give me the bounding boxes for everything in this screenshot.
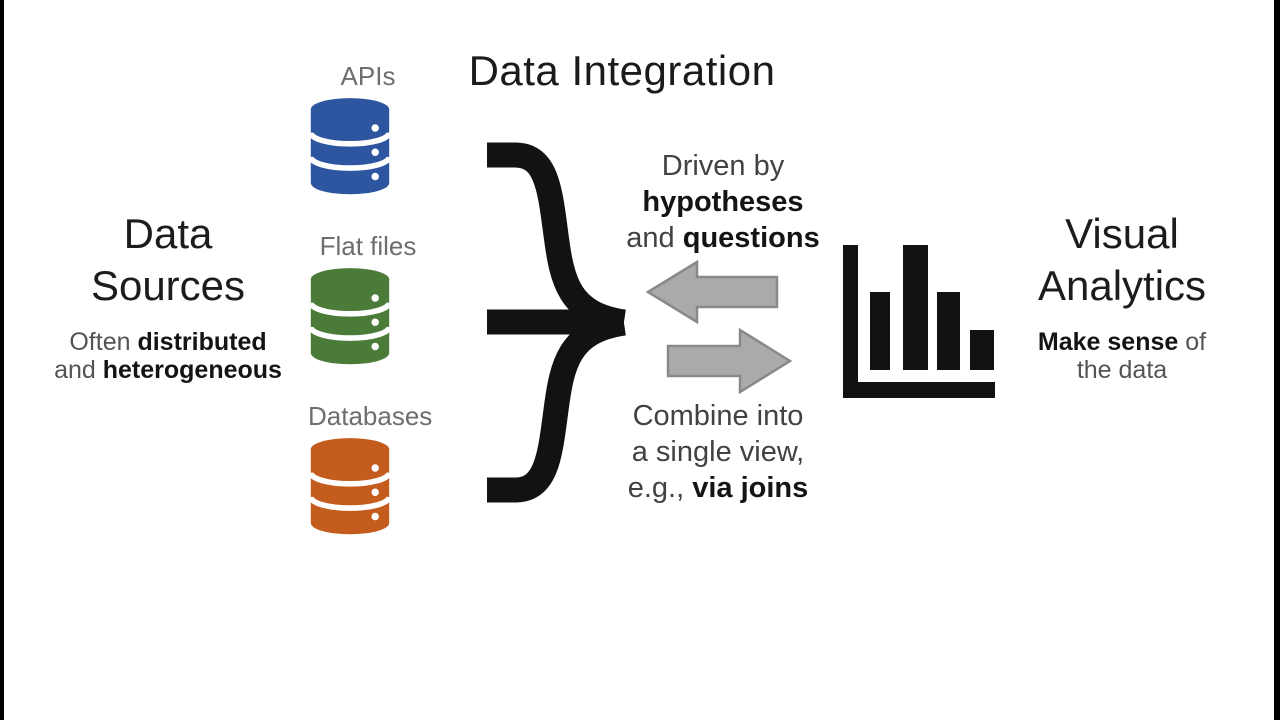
driven-bold-text: questions — [682, 222, 820, 254]
visual-analytics-heading: Visual Analytics — [972, 208, 1272, 312]
data-sources-section: Data Sources Often distributed and heter… — [18, 208, 318, 384]
subtitle-bold-text: Make sense — [1037, 328, 1179, 356]
data-sources-subtitle-line1: Often distributed — [18, 328, 318, 356]
visual-analytics-heading-line1: Visual — [1065, 210, 1179, 257]
source-databases: Databases — [308, 400, 433, 541]
subtitle-bold-text: distributed — [137, 328, 267, 356]
subtitle-bold-text: heterogeneous — [102, 356, 282, 384]
subtitle-regular-text: Often — [69, 328, 138, 356]
data-sources-heading-line2: Sources — [90, 262, 246, 309]
arrow-right-icon — [666, 327, 793, 395]
data-sources-heading: Data Sources — [18, 208, 318, 312]
combine-line2: a single view, — [631, 436, 805, 468]
driven-regular-text: and — [626, 222, 683, 254]
database-cylinder-icon — [308, 98, 392, 195]
data-sources-subtitle: Often distributed and heterogeneous — [18, 328, 318, 384]
combine-line3: e.g., via joins — [598, 470, 838, 506]
combine-bold-text: via joins — [692, 472, 809, 504]
merge-brace-icon — [487, 142, 627, 503]
bar-chart-icon — [843, 245, 995, 398]
driven-bold-text: hypotheses — [642, 186, 804, 218]
visual-analytics-subtitle-line2: the data — [1076, 356, 1168, 384]
subtitle-regular-text: and — [54, 356, 103, 384]
driven-by-text: Driven by hypotheses and questions — [603, 148, 843, 256]
database-cylinder-icon — [308, 438, 392, 535]
driven-line1: Driven by — [661, 150, 785, 182]
source-apis-label: APIs — [340, 61, 396, 91]
arrow-left-icon — [645, 259, 779, 325]
driven-line3: and questions — [603, 220, 843, 256]
visual-analytics-heading-line2: Analytics — [1037, 262, 1207, 309]
source-flat-files-label: Flat files — [319, 231, 417, 261]
source-apis: APIs — [308, 60, 428, 201]
visual-analytics-subtitle: Make sense of the data — [972, 328, 1272, 384]
driven-line2: hypotheses — [603, 184, 843, 220]
visual-analytics-section: Visual Analytics Make sense of the data — [972, 208, 1272, 384]
data-sources-heading-line1: Data — [123, 210, 213, 257]
letterbox-right-bar — [1274, 0, 1280, 720]
combine-line1: Combine into — [632, 400, 804, 432]
visual-analytics-subtitle-line1: Make sense of — [972, 328, 1272, 356]
source-databases-label: Databases — [308, 401, 433, 431]
combine-regular-text: e.g., — [627, 472, 693, 504]
data-sources-subtitle-line2: and heterogeneous — [18, 356, 318, 384]
letterbox-left-bar — [0, 0, 4, 720]
slide-title: Data Integration — [468, 47, 776, 94]
subtitle-regular-text: of — [1178, 328, 1207, 356]
database-cylinder-icon — [308, 268, 392, 365]
exchange-arrows — [645, 259, 793, 395]
source-flat-files: Flat files — [308, 230, 428, 371]
combine-text: Combine into a single view, e.g., via jo… — [598, 398, 838, 506]
